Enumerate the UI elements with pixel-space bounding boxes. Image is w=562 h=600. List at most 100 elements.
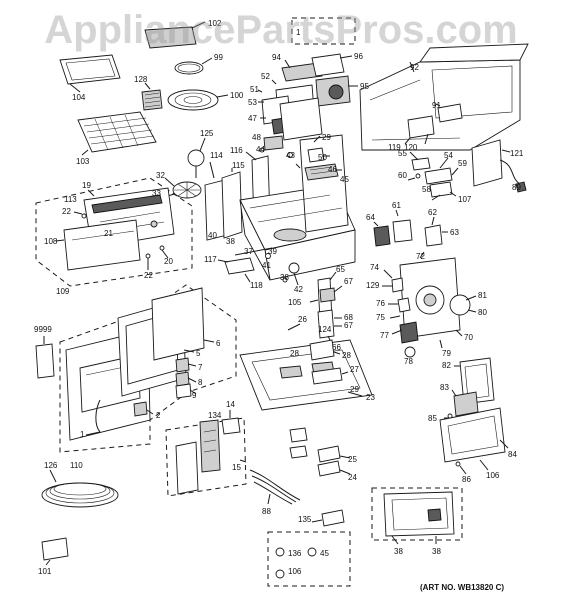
callout-33: 33 [152,189,161,198]
callout-22: 22 [62,207,71,216]
callout-80: 80 [478,308,487,317]
callout-9: 9 [192,391,197,400]
callout-68: 68 [344,313,353,322]
part-117-118-base-pieces [217,247,273,283]
top-group-boundary [291,17,356,45]
callout-100: 100 [230,91,244,100]
callout-106: 106 [486,471,500,480]
callout-129: 129 [366,281,380,290]
callout-126: 126 [44,461,58,470]
part-41-42-38-fasteners [265,253,300,286]
main-oven-cavity [239,134,356,281]
part-72-81-fan-motor-assembly [382,251,477,358]
callout-88: 88 [262,507,271,516]
callout-29: 29 [322,133,331,142]
callout-15: 15 [232,463,241,472]
callout-92: 92 [410,63,419,72]
callout-6: 6 [216,339,221,348]
part-92-outer-case [359,43,529,151]
part-83-85-84-86-transformer-tray [439,389,509,475]
callout-85: 85 [428,414,437,423]
part-91-bracket [435,103,463,123]
callout-79: 79 [442,349,451,358]
callout-38-c: 38 [394,547,403,556]
callout-14: 14 [226,400,235,409]
callout-118: 118 [250,281,263,290]
callout-29-b: 29 [350,385,359,394]
callout-20: 20 [164,257,173,266]
callout-60: 60 [398,171,407,180]
part-126-coil [41,469,119,508]
callout-40: 40 [208,231,217,240]
part-52-51-53-47-waveguide [257,79,323,141]
callout-55: 55 [398,149,407,158]
group-15-boundary [165,417,247,497]
callout-110: 110 [70,461,83,470]
part-103-rack [77,111,157,156]
callout-106-b: 106 [288,567,302,576]
part-119-120-plates [404,115,435,145]
callout-104: 104 [72,93,86,102]
callout-125: 125 [200,129,214,138]
part-135-136-45-106-hardware [275,509,345,579]
callout-22-b: 22 [144,271,153,280]
part-134-14-keypad [175,410,247,495]
callout-32: 32 [156,171,165,180]
part-32-33-fan [164,177,202,199]
callout-27: 27 [350,365,359,374]
callout-67: 67 [344,277,353,286]
group-hardware-boundary [267,531,351,587]
callout-61: 61 [392,201,401,210]
callout-46: 46 [328,165,337,174]
callout-66: 66 [332,343,341,352]
part-100-turntable [167,89,229,111]
callout-45: 45 [340,175,349,184]
callout-124: 124 [318,325,332,334]
callout-86: 86 [462,475,471,484]
callout-107: 107 [458,195,472,204]
callout-9999: 9999 [34,325,52,334]
part-125-stirrer [187,137,206,178]
callout-72: 72 [416,252,425,261]
callout-115: 115 [232,161,245,170]
part-5-6-door-inner [117,287,215,397]
callout-50: 50 [318,153,327,162]
part-22-20-21-screws [73,211,169,270]
part-9999-manual [35,336,55,379]
callout-52: 52 [261,72,270,81]
callout-120: 120 [404,143,418,152]
callout-62: 62 [428,208,437,217]
part-88-wire-harness [249,469,301,505]
part-23-base-plate [239,323,373,411]
callout-74: 74 [370,263,379,272]
part-46-45-vent [304,163,342,181]
callout-119: 119 [388,143,401,152]
callout-95: 95 [360,82,369,91]
part-82-filter-panel [454,357,495,405]
callout-109: 109 [56,287,70,296]
part-65-105-interlock [309,271,343,345]
callout-135: 135 [298,515,312,524]
callout-94: 94 [272,53,281,62]
callout-121: 121 [510,149,524,158]
callout-99: 99 [214,53,223,62]
callout-136: 136 [288,549,302,558]
callout-84: 84 [508,450,517,459]
callout-labels: 102 1 99 104 94 96 92 52 95 128 100 51 9… [34,19,524,576]
callout-114: 114 [210,151,223,160]
part-102-pad [144,21,206,49]
part-61-64-62-63-controls [373,209,448,247]
callout-82: 82 [442,361,451,370]
callout-23: 23 [366,393,375,402]
callout-134: 134 [208,411,222,420]
callout-58: 58 [422,185,431,194]
callout-41: 41 [262,261,271,270]
callout-96: 96 [354,52,363,61]
callout-128: 128 [134,75,148,84]
callout-76: 76 [376,299,385,308]
callout-43: 43 [286,151,295,160]
part-99-ring [174,57,213,75]
callout-47: 47 [248,114,257,123]
callout-117: 117 [204,255,217,264]
